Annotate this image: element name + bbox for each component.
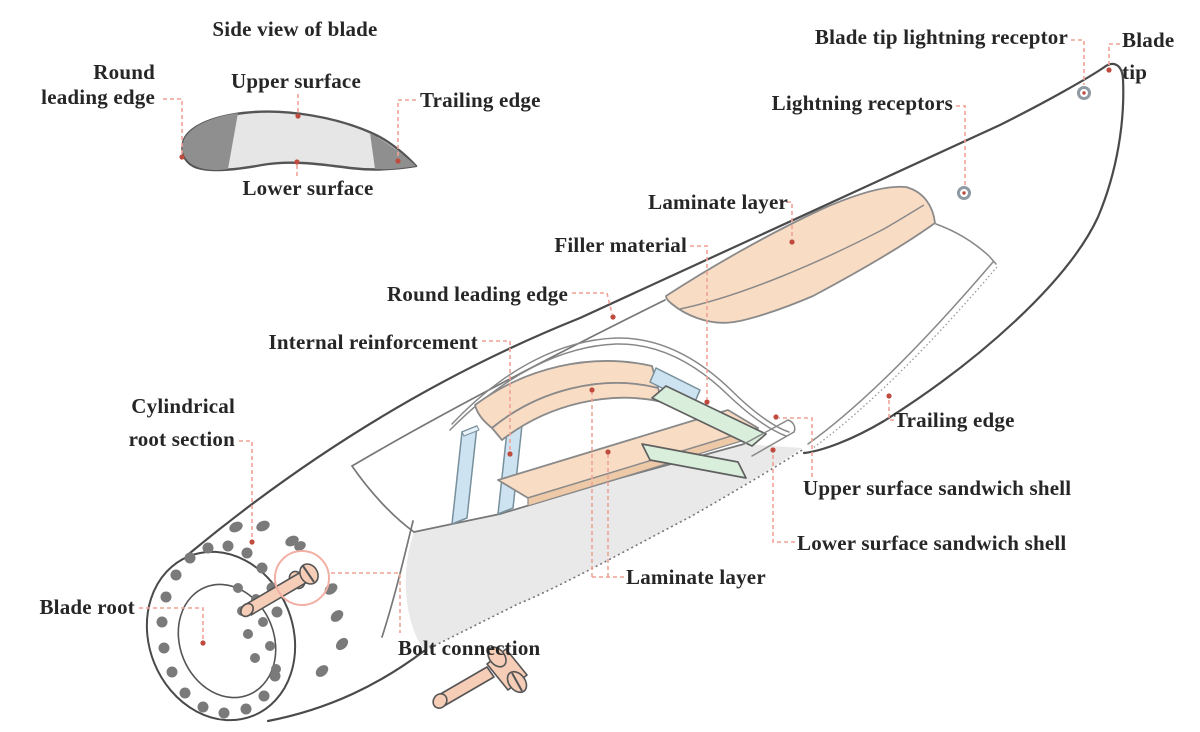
label-cylindrical-root-1: Cylindrical [131, 394, 235, 418]
leader-cylindrical-root [239, 440, 253, 539]
leader-filler-material [690, 245, 708, 399]
side-view-title: Side view of blade [212, 17, 377, 41]
leader-blade-tip [1108, 43, 1120, 67]
airfoil-tail-wedge [370, 133, 416, 170]
label-cylindrical-root-2: root section [129, 427, 236, 451]
lower-shell-interior [405, 444, 802, 651]
leader-upper-sandwich-shell [779, 417, 813, 477]
blade-tip-receptor-center [1082, 91, 1086, 95]
root-bolt-slot [302, 565, 315, 583]
cylinder-cut-arc [381, 520, 414, 638]
notch-lower-line [751, 431, 795, 457]
bolt-connection-illustration [432, 646, 528, 709]
leader-bolt-connection [331, 572, 401, 633]
label-internal-reinforcement: Internal reinforcement [269, 330, 479, 354]
upper-shell-seam-to-trailing [935, 223, 997, 265]
label-round-leading-edge: Round leading edge [387, 282, 568, 306]
label-upper-surface-sandwich-shell: Upper surface sandwich shell [803, 476, 1071, 500]
trailing-notch [743, 419, 796, 457]
airfoil-nose-wedge [182, 113, 238, 171]
bolt-barrel-top [487, 646, 507, 668]
label-lightning-receptors: Lightning receptors [772, 91, 953, 115]
spar-cap-panel [665, 185, 936, 324]
bolt-head-slot [511, 672, 523, 692]
bolt-highlight-ring [274, 550, 330, 606]
notch-upper-line [743, 419, 789, 445]
label-laminate-layer-lower: Laminate layer [626, 565, 766, 589]
blade-root-section [145, 520, 349, 722]
bolt-shaft-tip [432, 693, 448, 709]
leader-laminate-upper [780, 201, 793, 239]
label-blade-root: Blade root [39, 595, 135, 619]
leader-lower-sandwich-shell [772, 453, 795, 543]
label-side-round-leading-edge-1: Round [93, 60, 155, 84]
laminate-layer-upper-part [665, 185, 936, 324]
leader-lines [139, 39, 1120, 646]
label-lower-surface-sandwich-shell: Lower surface sandwich shell [797, 531, 1066, 555]
filler-panel-lower [641, 443, 747, 479]
leader-end-dots [179, 67, 1112, 646]
label-trailing-edge-main: Trailing edge [894, 408, 1015, 432]
label-filler-material: Filler material [554, 233, 687, 257]
leader-internal-reinforcement [482, 340, 511, 451]
lightning-receptor-markers [957, 86, 1091, 200]
leader-side-round-leading-edge [163, 98, 183, 154]
leader-round-leading-edge [572, 292, 613, 315]
trailing-edge-strip-line [807, 261, 994, 445]
leader-trailing-edge-main [888, 399, 894, 421]
side-view-airfoil [181, 110, 418, 172]
filler-panel-upper [651, 385, 767, 447]
upper-shell-cut-arc-outer [451, 337, 790, 433]
leader-blade-tip-receptor [1071, 39, 1085, 85]
label-side-lower-surface: Lower surface [242, 176, 373, 200]
label-side-upper-surface: Upper surface [231, 69, 361, 93]
leader-blade-root [139, 607, 204, 640]
leader-lightning-receptors [956, 105, 966, 185]
spar-cap-seam [679, 204, 925, 310]
leader-side-trailing-edge [397, 99, 416, 158]
labels: Side view of blade Round leading edge Up… [39, 17, 1174, 660]
label-laminate-layer-upper: Laminate layer [648, 190, 788, 214]
notch-hook [787, 419, 796, 433]
root-bolt [240, 550, 330, 618]
root-bolt-tip [240, 602, 254, 618]
upper-shell-cut-arc-inner [449, 343, 787, 437]
label-blade-tip-lightning-receptor: Blade tip lightning receptor [815, 25, 1068, 49]
cylinder-bottom-silhouette [266, 649, 426, 723]
lower-shell-dotted-edge [423, 449, 803, 652]
label-blade-tip-2: tip [1122, 60, 1147, 84]
root-bolt-holes-ring [156, 540, 283, 719]
blade-body [149, 62, 1125, 723]
mid-span-receptor-center [962, 191, 966, 195]
label-bolt-connection: Bolt connection [398, 636, 541, 660]
label-side-trailing-edge: Trailing edge [420, 88, 541, 112]
filler-material-panels [641, 385, 767, 479]
label-blade-tip-1: Blade [1122, 28, 1174, 52]
label-side-round-leading-edge-2: leading edge [41, 85, 155, 109]
shear-web-left-top-edge [461, 425, 480, 437]
